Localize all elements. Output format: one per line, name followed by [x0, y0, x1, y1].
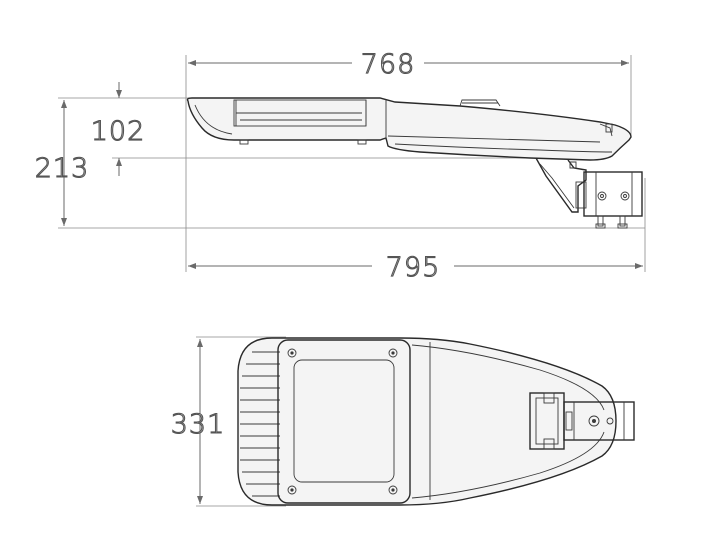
lens-window	[293, 359, 395, 483]
dimension-102: 102	[90, 82, 146, 176]
lens-screws	[287, 348, 398, 495]
top-view: 331	[170, 336, 635, 507]
side-view: 768 795 213 102	[34, 48, 646, 284]
mounting-clamp-top	[529, 392, 635, 450]
dimension-label-102: 102	[91, 116, 146, 147]
dimension-label-795: 795	[386, 252, 441, 283]
luminaire-top-body	[237, 337, 635, 506]
dimension-331: 331	[170, 339, 226, 504]
dimension-label-768: 768	[361, 49, 416, 80]
luminaire-side-body	[186, 97, 632, 161]
dimension-label-213: 213	[35, 153, 90, 184]
lens-plate	[277, 339, 411, 504]
dimension-768: 768	[188, 48, 629, 81]
dimension-795: 795	[188, 251, 643, 284]
heat-sink-fins	[240, 351, 280, 497]
dimension-213: 213	[34, 100, 90, 226]
mounting-bracket-side	[535, 157, 643, 229]
dimension-label-331: 331	[171, 409, 226, 440]
